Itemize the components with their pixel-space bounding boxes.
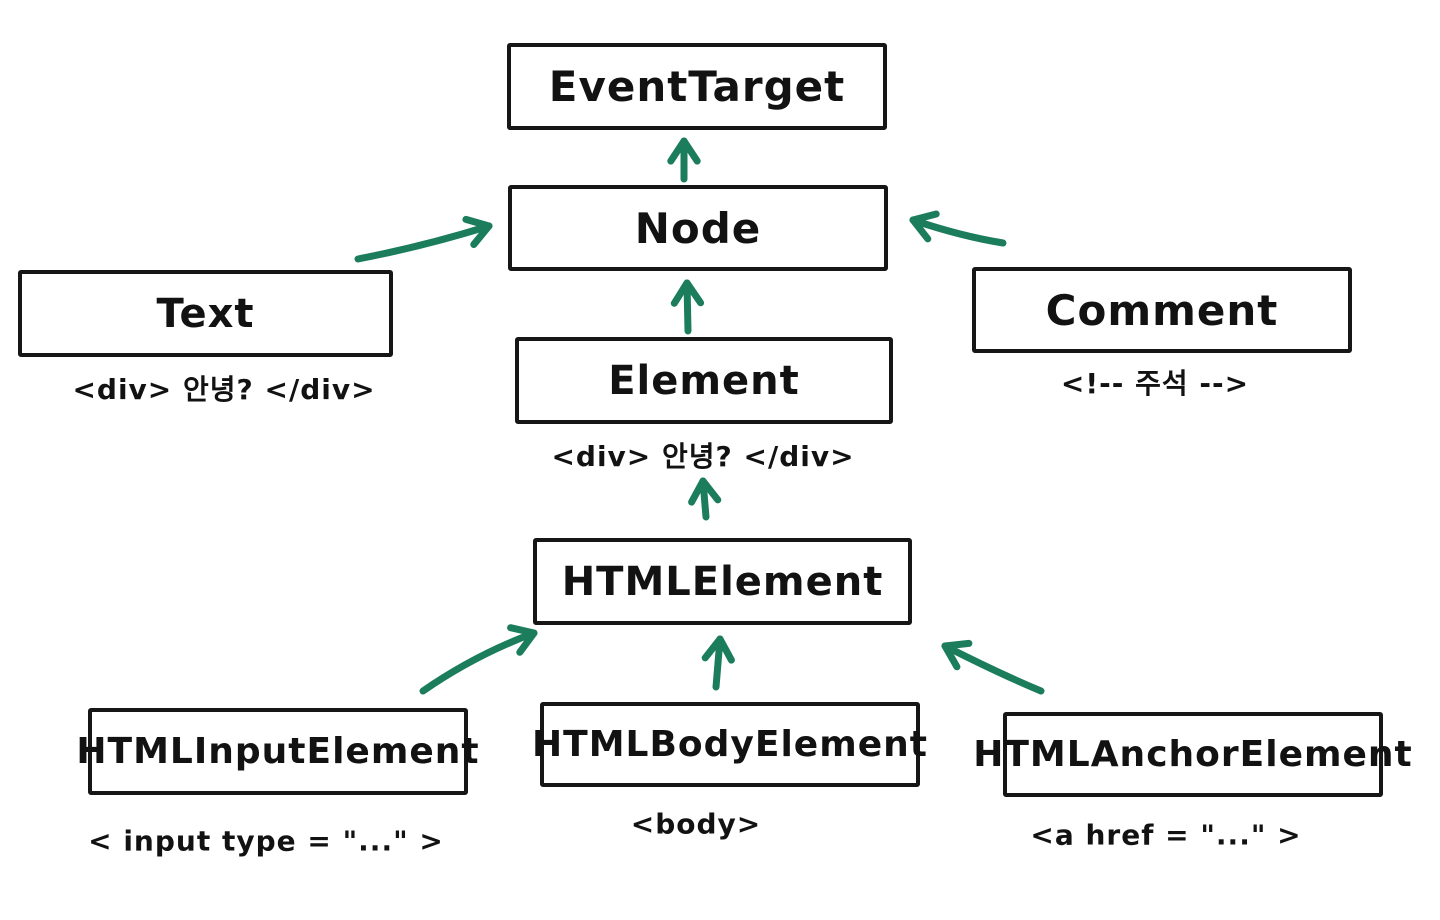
node-label-html-body-element: HTMLBodyElement (532, 724, 928, 765)
sub-label-html-input-element: < input type = "..." > (88, 824, 444, 858)
node-label-text: Text (156, 290, 255, 337)
node-label-html-element: HTMLElement (561, 558, 884, 605)
sub-label-comment: <!-- 주석 --> (1060, 367, 1250, 400)
arrow-comment-to-node (909, 210, 1007, 247)
sub-label-html-anchor-element: <a href = "..." > (1030, 818, 1302, 852)
sub-label-element: <div> 안녕? </div> (551, 440, 855, 473)
node-label-event-target: EventTarget (548, 62, 846, 111)
node-box-comment: Comment (972, 267, 1352, 353)
arrow-body-to-htmlelement (701, 635, 735, 691)
node-box-html-element: HTMLElement (533, 538, 912, 625)
sub-label-html-body-element: <body> (630, 807, 762, 841)
node-box-html-body-element: HTMLBodyElement (532, 702, 927, 787)
node-box-event-target: EventTarget (507, 43, 887, 130)
node-box-element: Element (515, 337, 893, 424)
node-label-node: Node (634, 203, 762, 253)
arrow-htmlelement-to-element (688, 477, 722, 521)
node-label-comment: Comment (1045, 285, 1279, 335)
arrow-anchor-to-htmlelement (941, 639, 1045, 695)
node-box-node: Node (508, 185, 888, 271)
node-box-text: Text (18, 270, 393, 357)
node-label-html-anchor-element: HTMLAnchorElement (973, 734, 1413, 775)
arrow-element-to-node (670, 279, 705, 335)
node-label-element: Element (608, 357, 800, 404)
arrow-input-to-htmlelement (419, 624, 538, 695)
arrow-text-to-node (354, 215, 493, 263)
arrow-node-to-eventtarget (667, 137, 701, 183)
node-label-html-input-element: HTMLInputElement (76, 731, 480, 772)
node-box-html-anchor-element: HTMLAnchorElement (973, 712, 1412, 797)
sub-label-text: <div> 안녕? </div> (72, 373, 376, 406)
node-box-html-input-element: HTMLInputElement (76, 708, 479, 795)
